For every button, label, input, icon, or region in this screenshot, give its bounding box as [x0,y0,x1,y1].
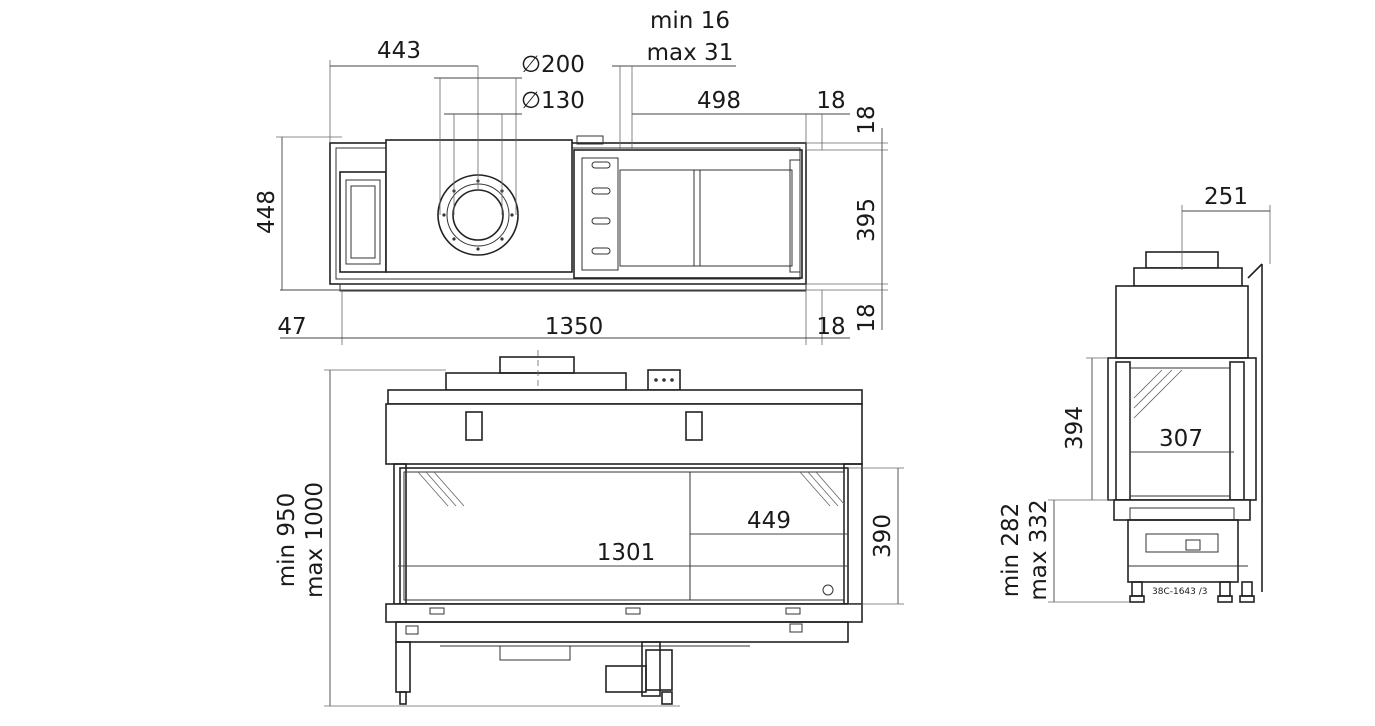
side-view [1107,251,1263,603]
dim-18-right: 18 [816,314,845,340]
dim-dia-200: ∅200 [521,52,585,78]
dim-394: 394 [1062,406,1088,450]
dim-18-side: 18 [816,88,845,114]
dim-18-top-edge: 18 [854,105,880,134]
dim-395: 395 [854,198,880,242]
dim-min-282: min 282 [998,503,1024,598]
dim-max-1000: max 1000 [302,482,328,598]
dim-390: 390 [870,514,896,558]
dim-1301: 1301 [597,540,656,566]
top-view [329,135,807,292]
side-view-top-panel [1115,285,1249,359]
dim-1350: 1350 [545,314,604,340]
front-view-top-panel [385,403,863,465]
top-view-flue-box [385,139,573,273]
front-view [385,350,863,705]
dim-47: 47 [277,314,306,340]
front-view-glass [399,467,849,605]
dim-448: 448 [254,190,280,234]
dim-443: 443 [377,38,421,64]
dim-307: 307 [1159,426,1203,452]
dim-min-950: min 950 [274,493,300,588]
front-view-base [395,621,849,643]
front-view-flue [445,372,627,391]
side-view-glass [1129,367,1231,497]
dim-dia-130: ∅130 [521,88,585,114]
side-view-dimensions [1048,205,1271,603]
dim-min-16: min 16 [650,8,730,34]
dim-max-332: max 332 [1026,499,1052,600]
reference-code: 38C-1643 /3 [1152,587,1208,597]
dim-449: 449 [747,508,791,534]
top-view-frame [573,149,803,279]
dim-498: 498 [697,88,741,114]
top-view-dimensions [276,60,888,345]
front-view-dimensions [324,369,904,707]
dim-18-bottom-edge: 18 [854,303,880,332]
dim-251: 251 [1204,184,1248,210]
dim-max-31: max 31 [647,40,734,66]
